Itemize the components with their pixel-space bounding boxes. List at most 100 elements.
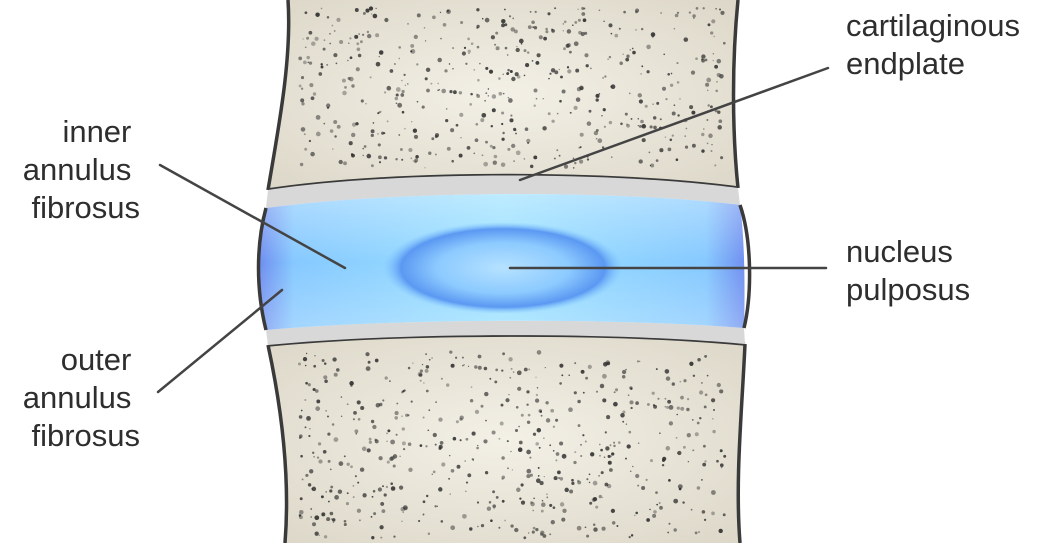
- bone-speckle: [507, 148, 510, 151]
- bone-speckle: [304, 133, 306, 135]
- bone-speckle: [477, 445, 478, 446]
- bone-speckle: [704, 460, 706, 462]
- bone-speckle: [563, 30, 564, 31]
- bone-speckle: [626, 123, 628, 125]
- bone-speckle: [439, 445, 443, 449]
- bone-speckle: [427, 429, 429, 431]
- bone-speckle: [469, 103, 472, 106]
- bone-speckle: [559, 100, 562, 103]
- bone-speckle: [554, 158, 556, 160]
- bone-speckle: [697, 422, 700, 425]
- bone-speckle: [568, 407, 573, 412]
- bone-speckle: [524, 158, 526, 160]
- bone-speckle: [480, 118, 484, 122]
- bone-speckle: [367, 448, 371, 452]
- bone-speckle: [346, 502, 349, 505]
- bone-speckle: [334, 30, 336, 32]
- bone-speckle: [369, 438, 372, 441]
- bone-speckle: [372, 496, 374, 498]
- bone-speckle: [316, 115, 321, 120]
- bone-speckle: [459, 113, 463, 117]
- bone-speckle: [305, 11, 308, 14]
- bone-speckle: [549, 444, 551, 446]
- bone-speckle: [302, 38, 303, 39]
- bone-speckle: [365, 103, 367, 105]
- bone-speckle: [303, 61, 307, 65]
- bone-speckle: [481, 113, 486, 118]
- bone-speckle: [300, 163, 303, 166]
- bone-speckle: [696, 7, 699, 10]
- bone-speckle: [705, 83, 709, 87]
- bone-speckle: [437, 506, 438, 507]
- bone-speckle: [395, 97, 398, 100]
- bone-speckle: [677, 12, 679, 14]
- bone-speckle: [704, 519, 706, 521]
- bone-speckle: [574, 162, 576, 164]
- bone-speckle: [509, 118, 513, 122]
- bone-speckle: [638, 442, 640, 444]
- bone-speckle: [625, 113, 628, 116]
- bone-speckle: [433, 471, 436, 474]
- bone-speckle: [493, 508, 494, 509]
- bone-speckle: [680, 396, 684, 400]
- bone-speckle: [527, 142, 529, 144]
- bone-speckle: [602, 497, 603, 498]
- bone-speckle: [548, 78, 550, 80]
- bone-speckle: [360, 406, 364, 410]
- bone-speckle: [299, 415, 303, 419]
- bone-speckle: [466, 482, 468, 484]
- bone-speckle: [472, 432, 476, 436]
- bone-speckle: [635, 9, 639, 13]
- bone-speckle: [517, 370, 522, 375]
- bone-speckle: [324, 380, 328, 384]
- bone-speckle: [336, 368, 340, 372]
- bone-speckle: [545, 401, 548, 404]
- bone-speckle: [411, 49, 416, 54]
- bone-speckle: [470, 93, 473, 96]
- bone-speckle: [501, 456, 505, 460]
- bone-speckle: [309, 31, 313, 35]
- bone-speckle: [615, 388, 618, 391]
- bone-speckle: [371, 134, 374, 137]
- bone-speckle: [413, 129, 417, 133]
- bone-speckle: [516, 150, 521, 155]
- bone-speckle: [357, 482, 359, 484]
- bone-speckle: [321, 495, 324, 498]
- bone-speckle: [622, 375, 626, 379]
- bone-speckle: [426, 495, 428, 497]
- bone-speckle: [379, 50, 384, 55]
- lower-vertebra: [268, 335, 745, 543]
- bone-speckle: [367, 31, 369, 33]
- bone-speckle: [715, 8, 717, 10]
- bone-speckle: [348, 42, 350, 44]
- bone-speckle: [323, 450, 327, 454]
- bone-speckle: [323, 123, 325, 125]
- bone-speckle: [550, 409, 554, 413]
- bone-speckle: [507, 69, 510, 72]
- bone-speckle: [387, 86, 392, 91]
- bone-speckle: [691, 509, 693, 511]
- bone-speckle: [656, 504, 658, 506]
- bone-speckle: [440, 38, 442, 40]
- bone-speckle: [492, 504, 496, 508]
- bone-speckle: [629, 536, 631, 538]
- bone-speckle: [610, 444, 612, 446]
- bone-speckle: [332, 518, 336, 522]
- bone-speckle: [557, 471, 561, 475]
- bone-speckle: [385, 376, 388, 379]
- bone-speckle: [705, 59, 708, 62]
- bone-speckle: [642, 138, 646, 142]
- bone-speckle: [401, 80, 403, 82]
- bone-speckle: [647, 403, 650, 406]
- bone-speckle: [446, 383, 449, 386]
- bone-speckle: [441, 462, 445, 466]
- bone-speckle: [404, 128, 406, 130]
- bone-speckle: [362, 447, 367, 452]
- bone-speckle: [683, 379, 686, 382]
- bone-speckle: [629, 386, 632, 389]
- bone-speckle: [536, 394, 538, 396]
- bone-speckle: [692, 449, 694, 451]
- bone-speckle: [476, 27, 478, 29]
- bone-speckle: [492, 94, 496, 98]
- bone-speckle: [424, 167, 425, 168]
